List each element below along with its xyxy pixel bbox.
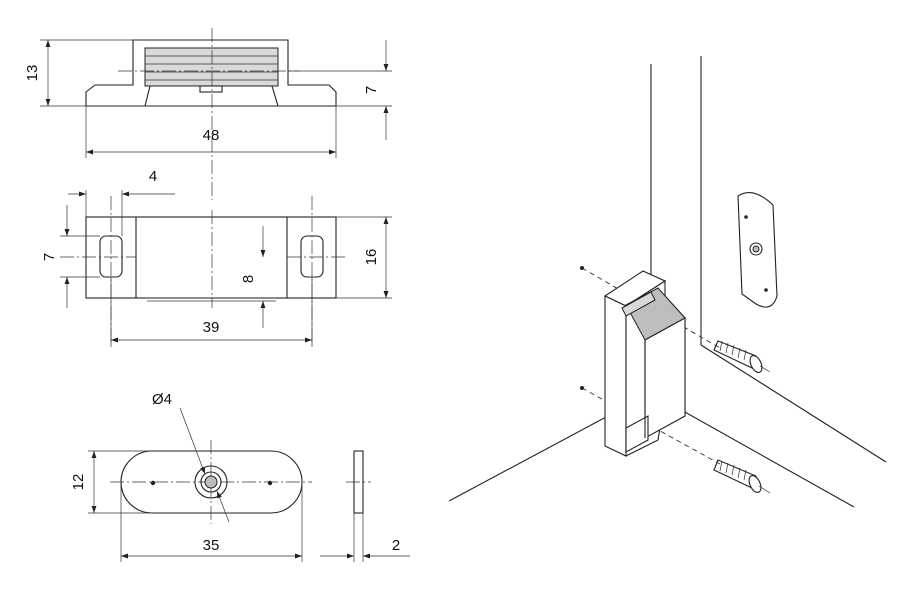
dim-inner-width: 8 bbox=[240, 275, 257, 283]
dim-slot-spacing: 39 bbox=[203, 319, 220, 336]
dim-plate-height: 12 bbox=[70, 474, 87, 491]
dim-width: 16 bbox=[363, 249, 380, 266]
upper-screw bbox=[713, 340, 771, 373]
strike-plate-view bbox=[88, 407, 410, 562]
top-view bbox=[60, 190, 392, 348]
dim-plate-length: 35 bbox=[203, 537, 220, 554]
side-view bbox=[40, 28, 392, 200]
dim-slot-height: 7 bbox=[41, 253, 58, 261]
lower-screw bbox=[713, 459, 771, 494]
dim-offset: 4 bbox=[149, 168, 157, 185]
dim-length: 48 bbox=[203, 127, 220, 144]
dim-height: 13 bbox=[24, 65, 41, 82]
dim-plate-thickness: 2 bbox=[392, 537, 400, 554]
dim-step: 7 bbox=[363, 86, 380, 94]
strike-plate-illustration bbox=[737, 192, 778, 308]
installation-illustration bbox=[448, 56, 887, 508]
magnetic-catch-illustration bbox=[603, 270, 686, 457]
dim-hole-diameter: Ø4 bbox=[152, 391, 172, 408]
